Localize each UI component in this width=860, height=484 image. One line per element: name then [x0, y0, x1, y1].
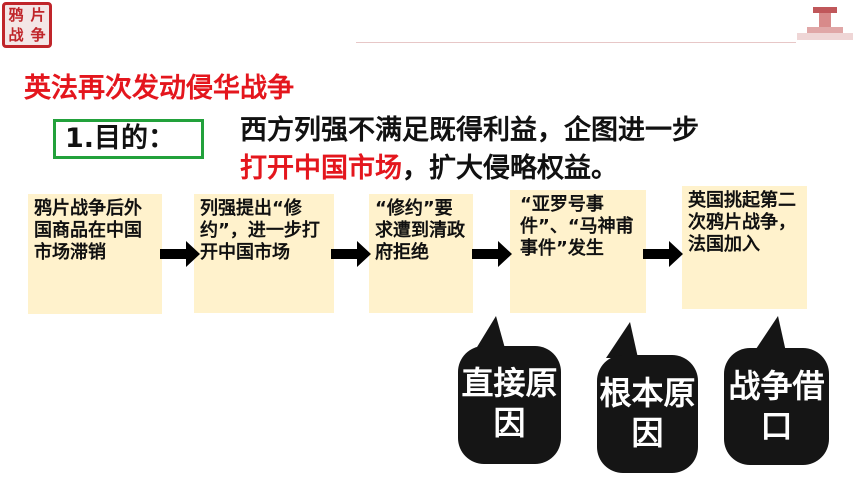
purpose-line-1: 西方列强不满足既得利益，企图进一步 — [240, 115, 699, 146]
flow-step-5: 英国挑起第二次鸦片战争，法国加入 — [682, 186, 807, 309]
callout-direct-cause: 直接原因 — [458, 346, 561, 464]
purpose-highlight: 打开中国市场 — [240, 153, 402, 184]
flow-step-2: 列强提出“修约”，进一步打开中国市场 — [194, 194, 334, 313]
flow-step-1: 鸦片战争后外国商品在中国市场滞销 — [28, 194, 162, 314]
logo-char: 争 — [30, 26, 46, 44]
flow-step-4: “亚罗号事件”、“马神甫事件”发生 — [510, 190, 646, 313]
arrow-right-icon — [643, 241, 683, 267]
arrow-right-icon — [472, 241, 512, 267]
logo-char: 片 — [30, 6, 46, 24]
section-heading: 英法再次发动侵华战争 — [24, 73, 294, 104]
seal-icon — [797, 7, 853, 40]
arrow-right-icon — [331, 241, 371, 267]
flow-step-3: “修约”要求遭到清政府拒绝 — [369, 194, 473, 313]
callout-tail — [606, 322, 638, 358]
purpose-text: 西方列强不满足既得利益，企图进一步 打开中国市场，扩大侵略权益。 — [240, 112, 699, 188]
arrow-right-icon — [160, 241, 200, 267]
purpose-line-2: 打开中国市场，扩大侵略权益。 — [240, 150, 699, 188]
callout-tail — [474, 316, 506, 352]
callout-pretext: 战争借口 — [724, 348, 829, 465]
header-divider — [356, 42, 796, 43]
purpose-line-2-rest: ，扩大侵略权益。 — [402, 153, 618, 184]
purpose-label: 1.目的： — [53, 119, 204, 159]
callout-tail — [754, 316, 786, 352]
logo: 鸦 片 战 争 — [2, 2, 52, 48]
callout-root-cause: 根本原因 — [597, 355, 698, 473]
logo-char: 鸦 — [8, 6, 24, 24]
logo-char: 战 — [8, 26, 24, 44]
